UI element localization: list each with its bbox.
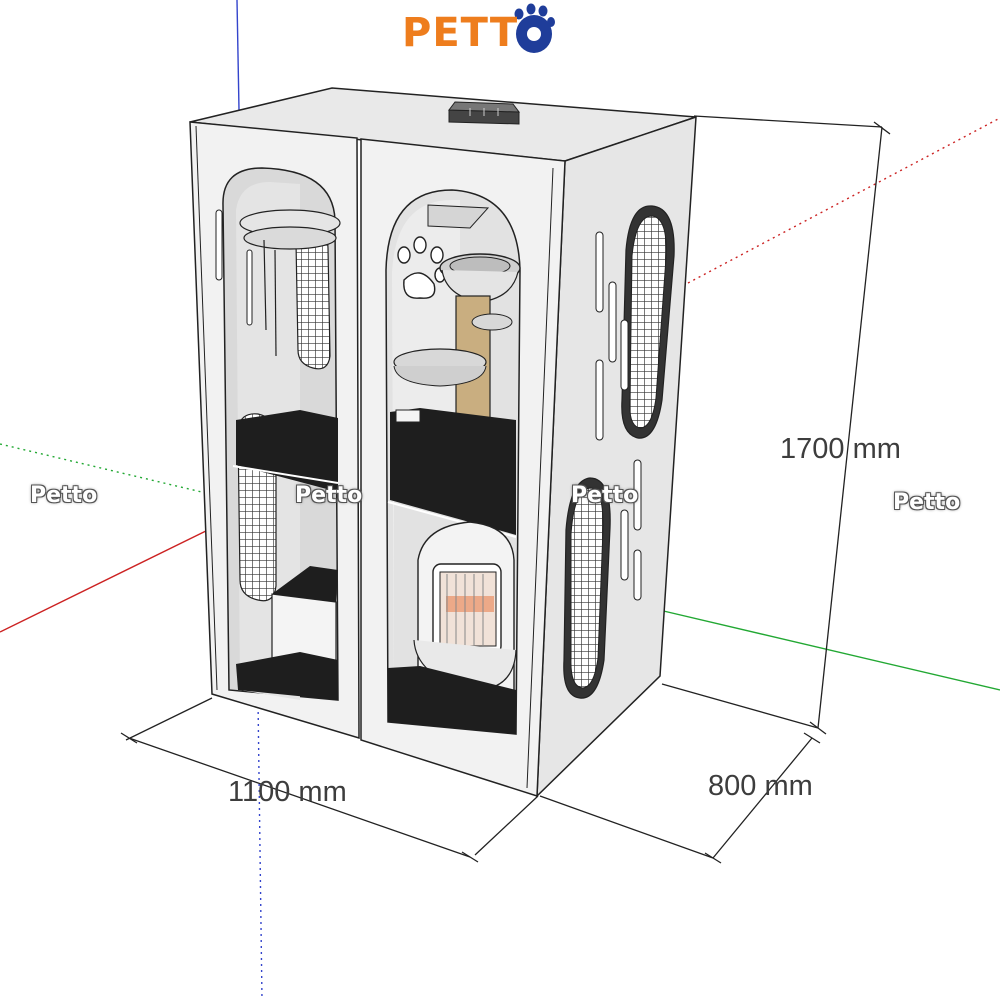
axis-red-line <box>0 527 213 633</box>
paw-print-icon <box>514 3 555 53</box>
dimension-lines <box>120 115 891 864</box>
brand-name: PETT <box>402 10 519 56</box>
cabinet <box>189 87 697 798</box>
side-mesh-windows <box>563 205 675 699</box>
axis-green-line <box>654 608 1000 691</box>
right-door-window <box>385 189 521 735</box>
watermark: Petto <box>30 483 98 508</box>
right-shelf <box>390 408 516 535</box>
mesh-window-icon <box>621 205 675 439</box>
watermark: Petto <box>893 490 961 515</box>
litter-box <box>413 521 517 701</box>
brand-logo: PETT <box>402 6 518 60</box>
vent-grille-icon <box>448 101 521 125</box>
axis-blue-line <box>236 0 240 111</box>
dimension-height-label: 1700 mm <box>780 433 901 465</box>
watermark: Petto <box>295 483 363 508</box>
dimension-depth-label: 800 mm <box>708 770 813 802</box>
mesh-window-icon <box>563 477 611 699</box>
dimension-width-label: 1100 mm <box>228 776 347 808</box>
watermark: Petto <box>571 483 639 508</box>
axis-blue-dotted <box>257 699 263 1000</box>
axis-red-dotted <box>687 117 1000 284</box>
left-door-window <box>222 167 341 701</box>
